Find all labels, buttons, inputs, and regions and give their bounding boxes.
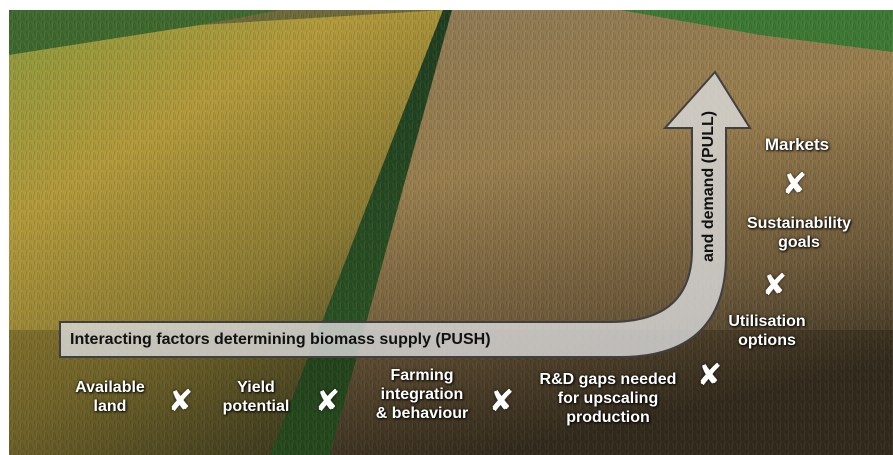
push-pull-arrow xyxy=(59,70,752,358)
factor-sustainability-goals: Sustainability goals xyxy=(746,215,852,252)
cross-icon: ✘ xyxy=(489,384,515,419)
cross-icon: ✘ xyxy=(762,268,788,303)
cross-icon: ✘ xyxy=(315,384,341,419)
cross-icon: ✘ xyxy=(168,384,194,419)
factor-markets: Markets xyxy=(764,135,830,154)
factor-available-land: Available land xyxy=(75,379,145,416)
factor-farming-integration: Farming integration & behaviour xyxy=(375,367,469,423)
pull-arrow-label: and demand (PULL) xyxy=(700,110,717,262)
cross-icon: ✘ xyxy=(697,358,723,393)
cross-icon: ✘ xyxy=(782,167,808,202)
factor-yield-potential: Yield potential xyxy=(222,379,290,416)
factor-rd-gaps: R&D gaps needed for upscaling production xyxy=(539,371,677,427)
factor-utilisation-options: Utilisation options xyxy=(728,313,806,350)
push-arrow-label: Interacting factors determining biomass … xyxy=(70,331,491,348)
